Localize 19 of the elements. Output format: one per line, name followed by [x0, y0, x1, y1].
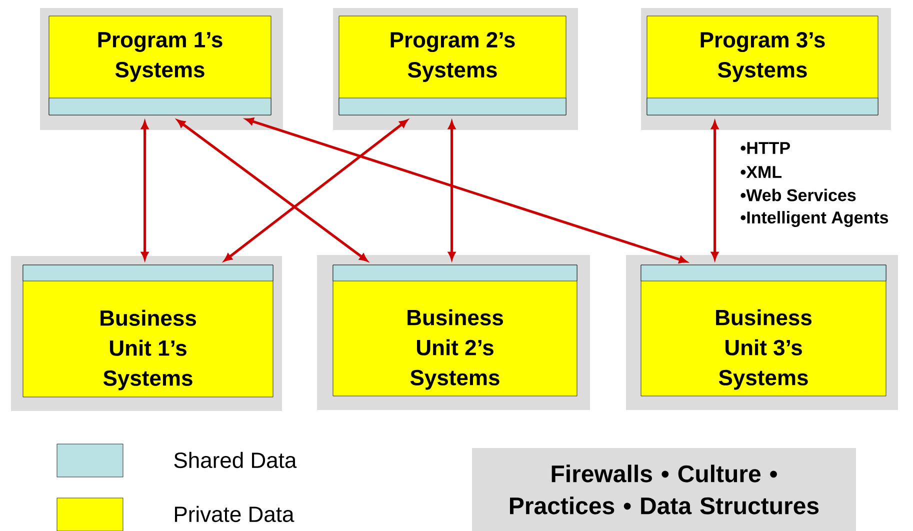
- arrow: [246, 118, 687, 264]
- arrow: [448, 121, 456, 260]
- legend-label: Private Data: [175, 506, 294, 522]
- arrow: [711, 121, 718, 260]
- arrow: [177, 120, 368, 262]
- system-box: Program 1’s Systems: [48, 16, 272, 116]
- bullet-item: •HTTP: [740, 142, 790, 154]
- bullet-item: •Intelligent Agents: [740, 211, 888, 227]
- note-box: Firewalls • Culture • Practices • Data Structures: [472, 448, 856, 531]
- arrow: [141, 121, 148, 260]
- bullet-item: •XML: [740, 166, 782, 178]
- system-box: Program 3’s Systems: [646, 16, 878, 116]
- system-box: Business Unit 1’s Systems: [22, 264, 274, 398]
- legend-label: Shared Data: [174, 452, 297, 468]
- system-box: Program 2’s Systems: [338, 16, 566, 116]
- system-box: Business Unit 3’s Systems: [640, 264, 886, 396]
- arrow: [224, 120, 408, 262]
- bullet-item: •Web Services: [740, 188, 856, 202]
- system-box: Business Unit 2’s Systems: [332, 264, 578, 396]
